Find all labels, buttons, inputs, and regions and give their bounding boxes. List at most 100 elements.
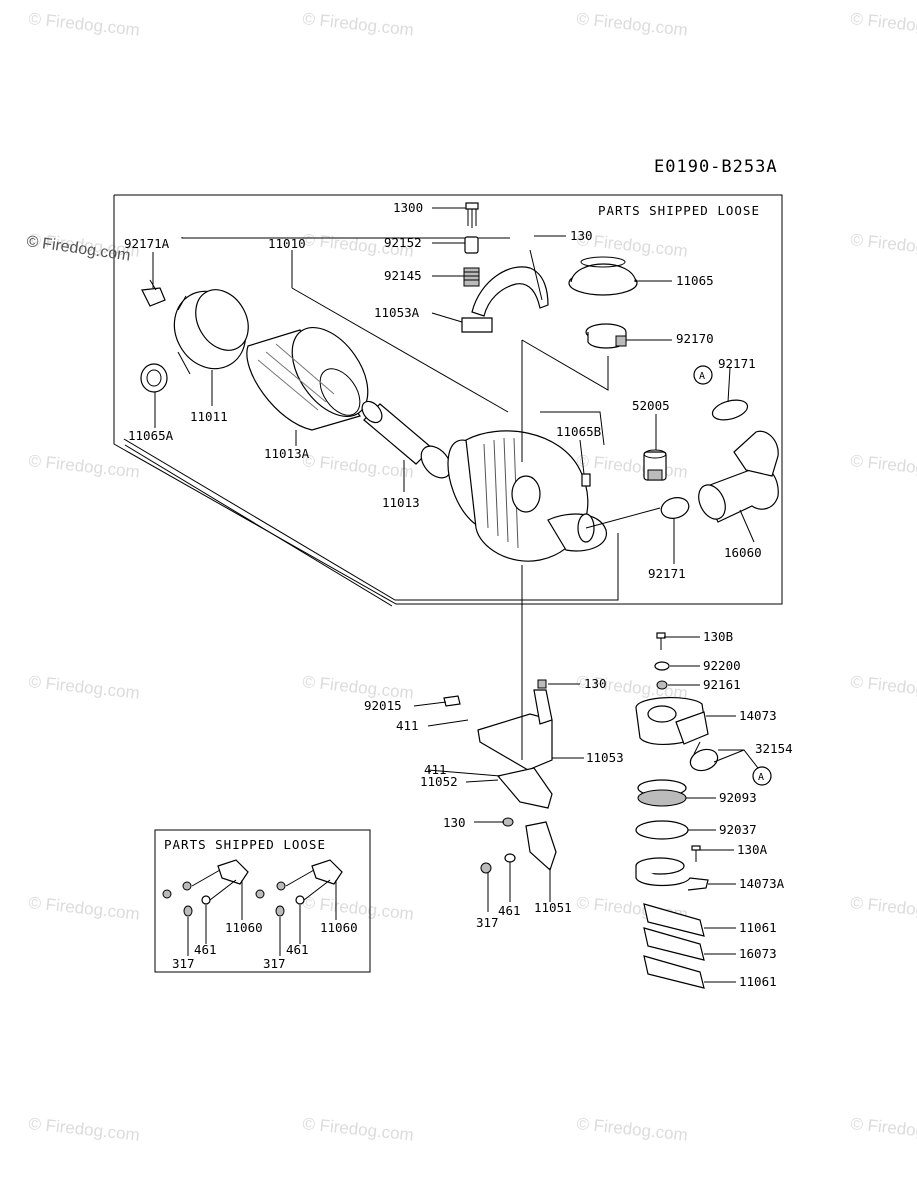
main-frame — [113, 194, 783, 607]
watermark-text: © Firedog.com — [28, 451, 141, 482]
cover-11011-icon — [173, 289, 249, 375]
gasket-16073-icon — [643, 927, 705, 961]
label-32154: 32154 — [755, 741, 793, 756]
label-52005: 52005 — [632, 398, 670, 413]
label-92171A: 92171A — [124, 236, 170, 251]
nut-92161-icon — [656, 680, 668, 690]
callout-a-top: A — [699, 371, 705, 382]
label-130-mid: 130 — [584, 676, 607, 691]
clamp-92170-icon — [585, 323, 627, 349]
label-92093: 92093 — [719, 790, 757, 805]
gasket-11061-top-icon — [643, 903, 705, 937]
watermark-text: © Firedog.com — [28, 893, 141, 924]
label-92161: 92161 — [703, 677, 741, 692]
inset-label-11060-left: 11060 — [225, 920, 263, 935]
washer-461-icon — [504, 853, 516, 863]
housing-14073-icon — [635, 697, 709, 745]
inset-note: PARTS SHIPPED LOOSE — [164, 837, 326, 852]
bolt-130B-icon — [656, 632, 666, 650]
label-461: 461 — [498, 903, 521, 918]
part-labels: 1300 92152 92145 11053A 130 11065 92170 … — [124, 200, 793, 989]
callout-a-bottom: A — [758, 772, 764, 783]
element-11013A-icon — [246, 326, 369, 431]
bolt-130-low-icon — [502, 817, 514, 827]
watermark-text: © Firedog.com — [850, 451, 917, 482]
label-16060: 16060 — [724, 545, 762, 560]
diagram-code: E0190-B253A — [654, 157, 778, 177]
watermark-text: © Firedog.com — [850, 672, 917, 703]
label-92171-bottom: 92171 — [648, 566, 686, 581]
element-11013-icon — [361, 400, 452, 479]
watermark-text: © Firedog.com — [576, 1114, 689, 1145]
watermark-text: © Firedog.com — [302, 1114, 415, 1145]
watermark-text: © Firedog.com — [576, 9, 689, 40]
label-11061-bottom: 11061 — [739, 974, 777, 989]
ring-92037-icon — [635, 820, 689, 840]
watermark-text: © Firedog.com — [28, 9, 141, 40]
watermark-text: © Firedog.com — [850, 230, 917, 261]
label-11053A: 11053A — [374, 305, 420, 320]
inset-parts-shipped-loose: PARTS SHIPPED LOOSE 11060 461 317 11060 … — [154, 829, 371, 973]
watermark-text: © Firedog.com — [28, 1114, 141, 1145]
gasket-11061-bottom-icon — [643, 955, 705, 989]
parts-shipped-loose-note: PARTS SHIPPED LOOSE — [598, 203, 760, 218]
nut-317-icon — [480, 862, 492, 874]
watermark-text: © Firedog.com — [302, 451, 415, 482]
stay-11051-icon — [525, 821, 557, 872]
watermark-text: © Firedog.com — [302, 9, 415, 40]
watermark-text: © Firedog.com — [850, 9, 917, 40]
callout-a-top-icon — [693, 365, 713, 385]
inset-label-317-left: 317 — [172, 956, 195, 971]
label-11065: 11065 — [676, 273, 714, 288]
cap-11065A-icon — [140, 363, 168, 393]
part-drawings — [140, 202, 779, 989]
inset-flange-right-icon — [311, 859, 343, 885]
label-11011: 11011 — [190, 409, 228, 424]
label-11053: 11053 — [586, 750, 624, 765]
inset-label-317-right: 317 — [263, 956, 286, 971]
watermark-text: © Firedog.com — [850, 893, 917, 924]
clip-92015-icon — [443, 695, 461, 707]
watermark-text: © Firedog.com — [576, 451, 689, 482]
inset-label-461-left: 461 — [194, 942, 217, 957]
spring-92145-icon — [463, 267, 480, 287]
watermark-text: © Firedog.com — [302, 893, 415, 924]
label-11010: 11010 — [268, 236, 306, 251]
label-11013A: 11013A — [264, 446, 310, 461]
label-92152: 92152 — [384, 235, 422, 250]
inset-label-461-right: 461 — [286, 942, 309, 957]
strap-bracket-11053A-icon — [461, 249, 549, 333]
label-11065A: 11065A — [128, 428, 174, 443]
label-11052: 11052 — [420, 774, 458, 789]
label-14073A: 14073A — [739, 876, 785, 891]
label-1300: 1300 — [393, 200, 423, 215]
label-130B: 130B — [703, 629, 733, 644]
label-11051: 11051 — [534, 900, 572, 915]
cap-11065-icon — [568, 256, 638, 296]
callout-a-bottom-icon — [752, 766, 772, 786]
air-cleaner-housing-11010-icon — [447, 430, 607, 562]
label-317: 317 — [476, 915, 499, 930]
valve-11065B-icon — [581, 473, 591, 487]
watermark-layer: © Firedog.com © Firedog.com © Firedog.com ©… — [28, 9, 917, 1145]
washer-92200-icon — [654, 661, 670, 671]
label-411-a: 411 — [396, 718, 419, 733]
tube-32154-icon — [689, 741, 719, 772]
label-92200: 92200 — [703, 658, 741, 673]
label-411-b: 411 — [424, 762, 447, 777]
label-11061-top: 11061 — [739, 920, 777, 935]
label-92170: 92170 — [676, 331, 714, 346]
inset-label-11060-right: 11060 — [320, 920, 358, 935]
clamp-92171-top-icon — [711, 399, 749, 421]
bracket-11053-icon — [477, 679, 553, 771]
inset-flange-left-icon — [217, 859, 249, 885]
bolt-130A-icon — [691, 845, 701, 862]
label-11065B: 11065B — [556, 424, 601, 439]
watermark-text: © Firedog.com — [850, 1114, 917, 1145]
label-92171-top: 92171 — [718, 356, 756, 371]
label-11013: 11013 — [382, 495, 420, 510]
clamp-92171-bottom-icon — [660, 497, 690, 519]
base-14073A-icon — [635, 857, 709, 891]
bracket-11052-icon — [496, 767, 553, 809]
